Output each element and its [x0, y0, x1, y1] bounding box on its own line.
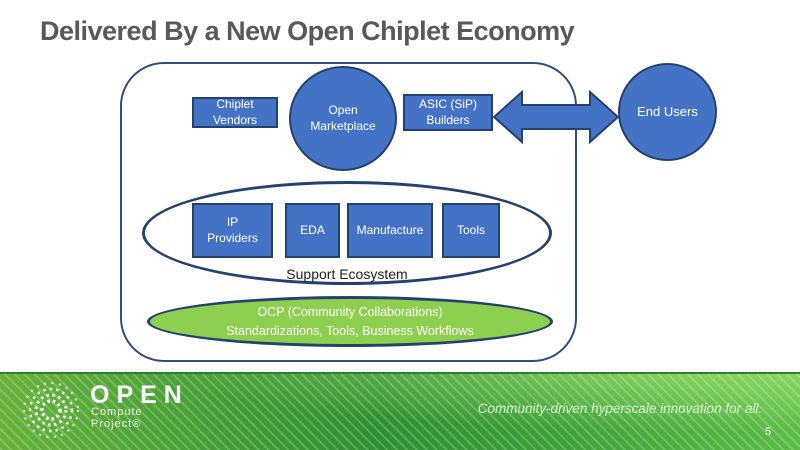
node-manufacture: Manufacture — [347, 203, 433, 258]
footer-tagline: Community-driven hyperscale innovation f… — [477, 401, 763, 416]
chiplet-economy-boundary — [120, 62, 577, 362]
support-ecosystem-label: Support Ecosystem — [286, 266, 408, 282]
footer-band — [0, 372, 800, 450]
ocp-logo-project: Project® — [91, 418, 142, 430]
node-ip-providers: IP Providers — [192, 203, 273, 258]
node-asic-sip-builders: ASIC (SiP) Builders — [403, 94, 493, 131]
node-end-users: End Users — [618, 63, 717, 161]
slide-title: Delivered By a New Open Chiplet Economy — [40, 16, 575, 46]
ocp-logo-compute: Compute — [91, 406, 143, 418]
node-tools: Tools — [442, 203, 500, 258]
ocp-logo-wordmark: OPEN — [90, 381, 189, 409]
double-arrow-icon — [492, 89, 620, 145]
ocp-collaboration-ellipse: OCP (Community Collaborations) Standardi… — [147, 296, 553, 347]
ocp-logo-burst-icon — [23, 382, 79, 438]
node-eda: EDA — [285, 203, 340, 258]
node-chiplet-vendors: Chiplet Vendors — [192, 97, 278, 128]
page-number: 5 — [764, 426, 772, 438]
ocp-collaboration-line1: OCP (Community Collaborations) — [257, 305, 443, 320]
ocp-collaboration-line2: Standardizations, Tools, Business Workfl… — [226, 323, 474, 338]
node-open-marketplace: Open Marketplace — [289, 66, 397, 171]
